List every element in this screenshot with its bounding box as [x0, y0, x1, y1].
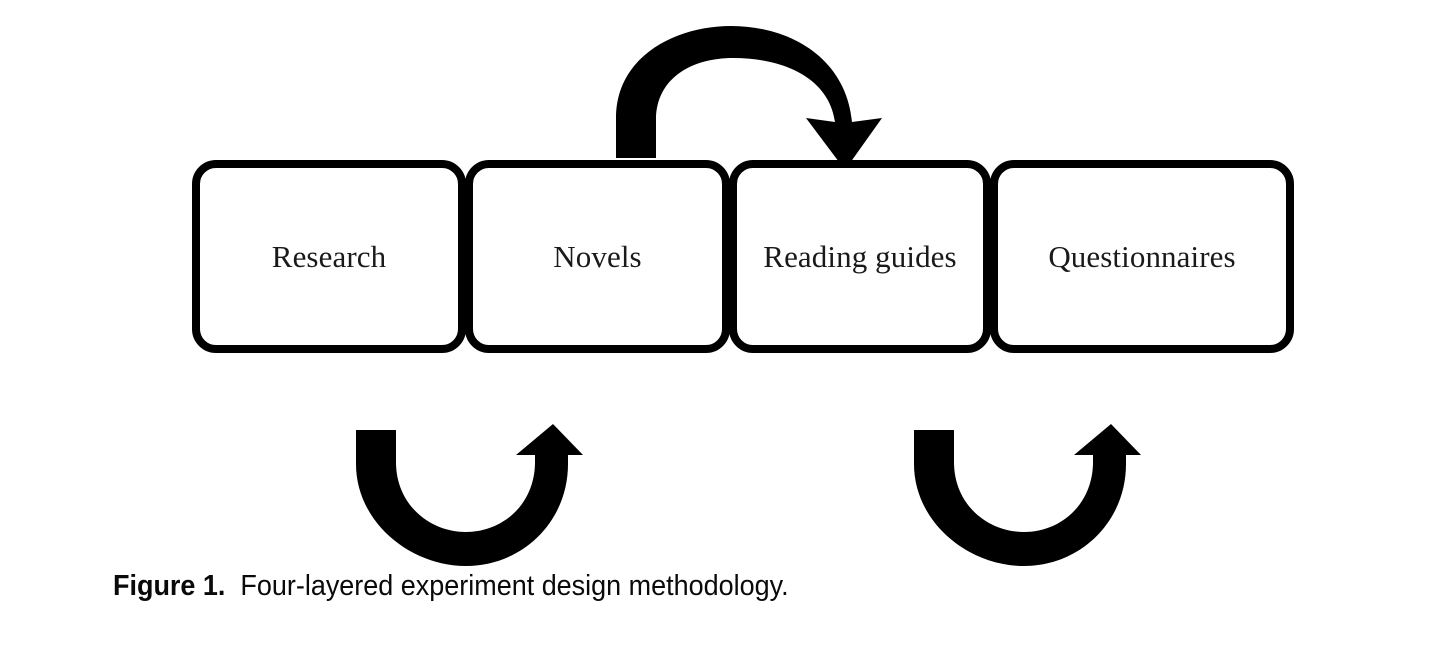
- node-label-novels: Novels: [553, 239, 642, 274]
- node-box-novels[interactable]: Novels: [465, 160, 730, 353]
- arrow-reading-guides-to-questionnaires-icon: [914, 424, 1141, 566]
- figure-caption-label: Figure 1.: [113, 570, 226, 602]
- figure-caption: Figure 1. Four-layered experiment design…: [113, 570, 789, 603]
- arrow-research-to-novels-icon: [356, 424, 583, 566]
- node-box-research[interactable]: Research: [192, 160, 466, 353]
- node-label-reading-guides: Reading guides: [763, 239, 957, 274]
- node-label-questionnaires: Questionnaires: [1048, 239, 1236, 274]
- process-flow-row: Research Novels Reading guides Questionn…: [192, 160, 1296, 353]
- node-box-reading-guides[interactable]: Reading guides: [729, 160, 991, 353]
- figure-caption-text: Four-layered experiment design methodolo…: [240, 570, 789, 602]
- arrow-novels-to-reading-guides-icon: [616, 26, 882, 170]
- figure-caption-space: [225, 570, 240, 602]
- node-box-questionnaires[interactable]: Questionnaires: [990, 160, 1294, 353]
- node-label-research: Research: [271, 239, 387, 274]
